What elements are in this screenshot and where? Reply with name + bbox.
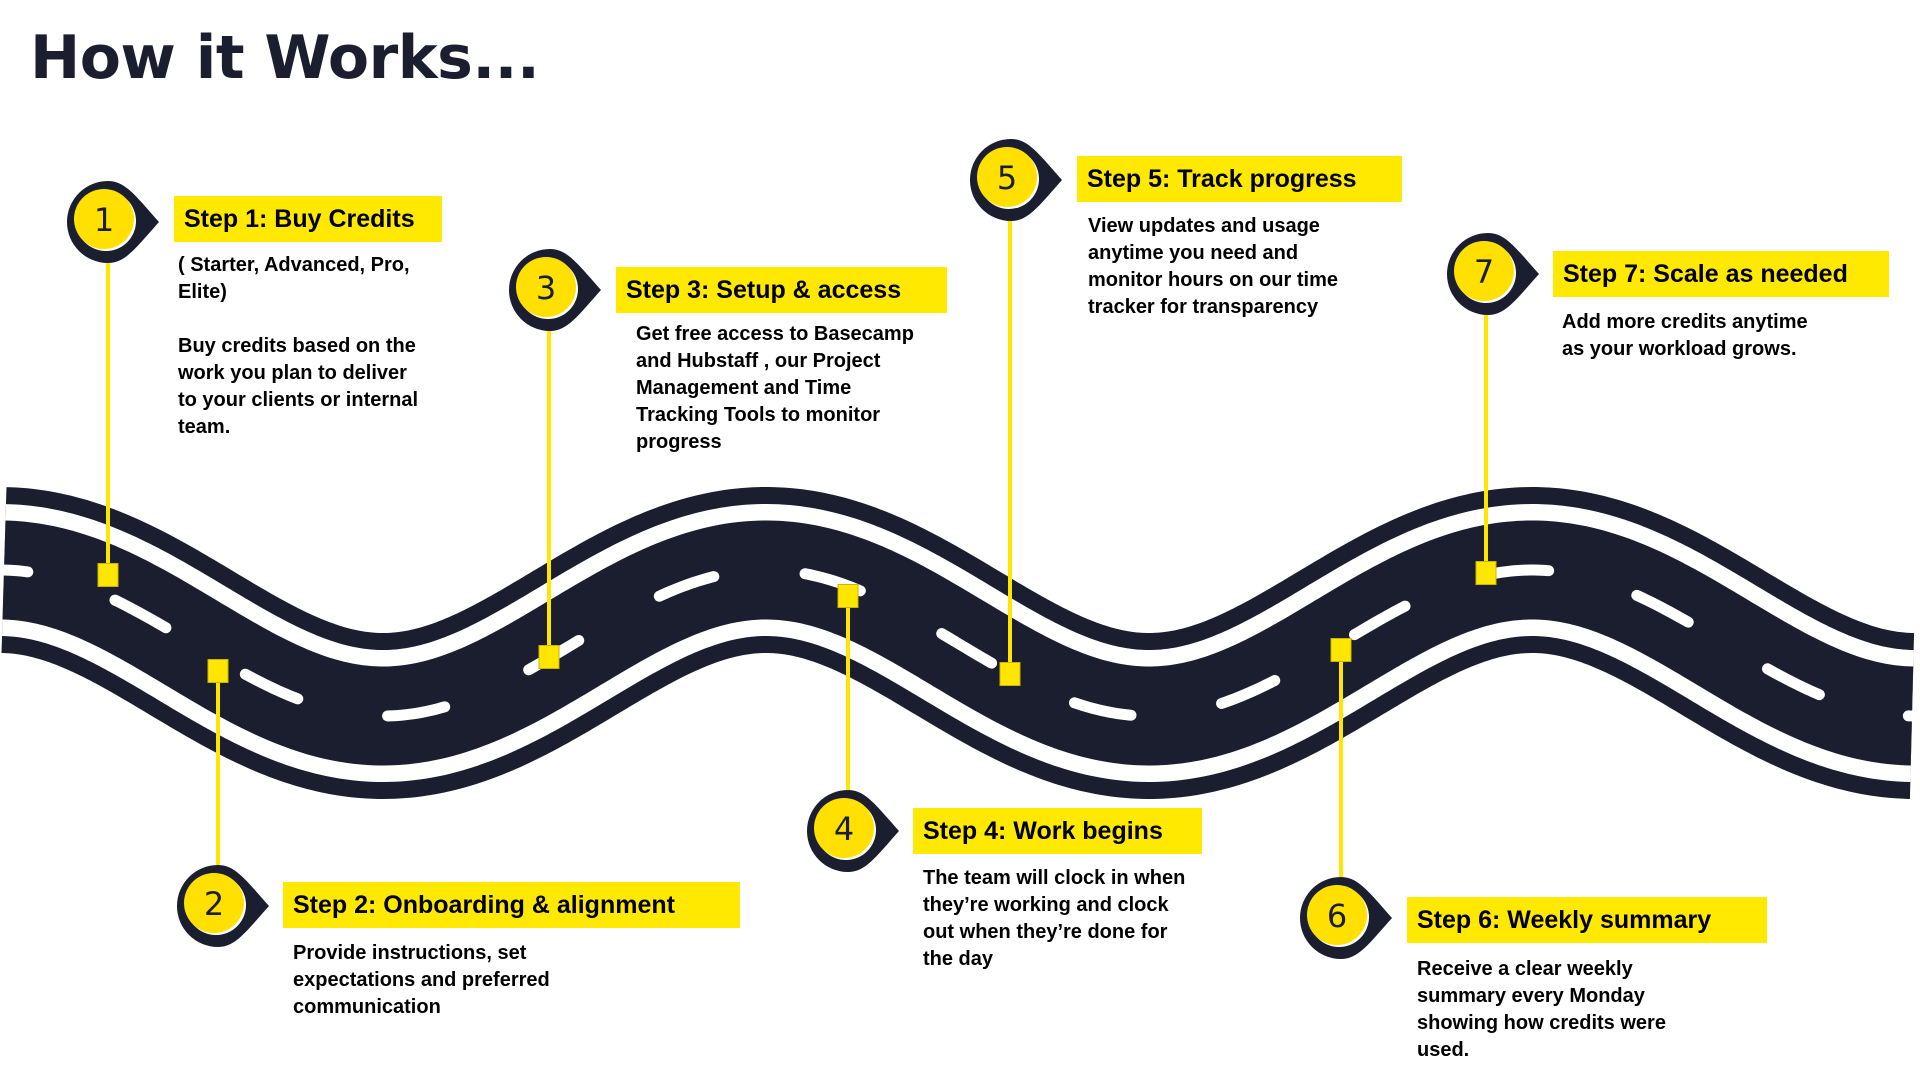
- step-description-line: Add more credits anytime: [1562, 311, 1808, 333]
- step-description: Add more credits anytime as your workload…: [1562, 309, 1808, 363]
- step-description-line: tracker for transparency: [1088, 296, 1319, 318]
- road-anchor-square: [538, 645, 560, 669]
- step-description-line: used.: [1417, 1039, 1470, 1061]
- road-anchor-square: [1475, 561, 1497, 585]
- step-number: 7: [1473, 253, 1495, 291]
- step-description-line: expectations and preferred: [293, 969, 550, 991]
- step-marker-4: 4: [803, 786, 913, 876]
- step-number: 6: [1326, 897, 1348, 935]
- step-description-line: ( Starter, Advanced, Pro,: [178, 254, 410, 276]
- step-description: Receive a clear weekly summary every Mond…: [1417, 956, 1666, 1064]
- step-marker-2: 2: [173, 861, 283, 951]
- step-title: Step 2: Onboarding & alignment: [283, 882, 740, 928]
- step-description-line: summary every Monday: [1417, 985, 1645, 1007]
- step-description-line: Get free access to Basecamp: [636, 323, 914, 345]
- step-title: Step 3: Setup & access: [616, 267, 947, 313]
- step-description: Get free access to Basecamp and Hubstaff …: [636, 321, 914, 456]
- step-connector-line: [547, 290, 551, 657]
- step-description-line: Management and Time: [636, 377, 852, 399]
- step-description-line: Receive a clear weekly: [1417, 958, 1633, 980]
- road-anchor-square: [207, 659, 229, 683]
- step-description-line: team.: [178, 416, 231, 438]
- step-description-line: View updates and usage: [1088, 215, 1320, 237]
- step-marker-7: 7: [1443, 229, 1553, 319]
- step-title: Step 1: Buy Credits: [174, 196, 442, 242]
- step-description-line: Provide instructions, set: [293, 942, 527, 964]
- step-description: Provide instructions, set expectations an…: [293, 940, 550, 1021]
- step-description-line: as your workload grows.: [1562, 338, 1797, 360]
- step-description-line: The team will clock in when: [923, 867, 1186, 889]
- map-pin-icon: [1446, 233, 1539, 315]
- road-anchor-square: [999, 662, 1021, 686]
- step-number: 4: [833, 810, 855, 848]
- step-connector-line: [1339, 650, 1343, 918]
- step-title: Step 6: Weekly summary: [1407, 897, 1767, 943]
- page-title: How it Works...: [30, 23, 540, 93]
- step-connector-line: [1484, 274, 1488, 573]
- step-description-line: they’re working and clock: [923, 894, 1169, 916]
- step-number: 2: [203, 885, 225, 923]
- road-anchor-square: [1330, 638, 1352, 662]
- step-description-line: anytime you need and: [1088, 242, 1299, 264]
- step-description-line: the day: [923, 948, 994, 970]
- step-description-line: to your clients or internal: [178, 389, 419, 411]
- road-anchor-square: [837, 584, 859, 608]
- step-description-line: out when they’re done for: [923, 921, 1168, 943]
- map-pin-icon: [969, 139, 1062, 221]
- step-description: The team will clock in when they’re worki…: [923, 865, 1185, 973]
- map-pin-icon: [176, 865, 269, 947]
- step-marker-5: 5: [966, 135, 1076, 225]
- step-connector-line: [216, 671, 220, 906]
- step-number: 1: [93, 201, 115, 239]
- step-description-line: monitor hours on our time: [1088, 269, 1338, 291]
- step-description-line: [178, 306, 418, 333]
- step-description-line: work you plan to deliver: [178, 362, 407, 384]
- step-connector-line: [1008, 180, 1012, 674]
- step-description: View updates and usage anytime you need a…: [1088, 213, 1338, 321]
- step-description-line: Elite): [178, 281, 227, 303]
- step-description-line: and Hubstaff , our Project: [636, 350, 881, 372]
- road-anchor-square: [97, 563, 119, 587]
- step-description-line: communication: [293, 996, 441, 1018]
- step-description-line: Buy credits based on the: [178, 335, 416, 357]
- step-marker-3: 3: [505, 245, 615, 335]
- step-description-line: Tracking Tools to monitor: [636, 404, 881, 426]
- step-number: 5: [996, 159, 1018, 197]
- step-title: Step 4: Work begins: [913, 808, 1202, 854]
- step-number: 3: [535, 269, 557, 307]
- step-marker-6: 6: [1296, 873, 1406, 963]
- step-description-line: progress: [636, 431, 722, 453]
- map-pin-icon: [1299, 877, 1392, 959]
- step-description-line: showing how credits were: [1417, 1012, 1666, 1034]
- step-connector-line: [106, 222, 110, 575]
- step-title: Step 5: Track progress: [1077, 156, 1402, 202]
- step-marker-1: 1: [63, 177, 173, 267]
- step-description: ( Starter, Advanced, Pro, Elite) Buy credi…: [178, 252, 418, 441]
- map-pin-icon: [508, 249, 601, 331]
- step-title: Step 7: Scale as needed: [1553, 251, 1889, 297]
- map-pin-icon: [66, 181, 159, 263]
- step-connector-line: [846, 596, 850, 831]
- map-pin-icon: [806, 790, 899, 872]
- road-center-dashes: [0, 564, 1920, 722]
